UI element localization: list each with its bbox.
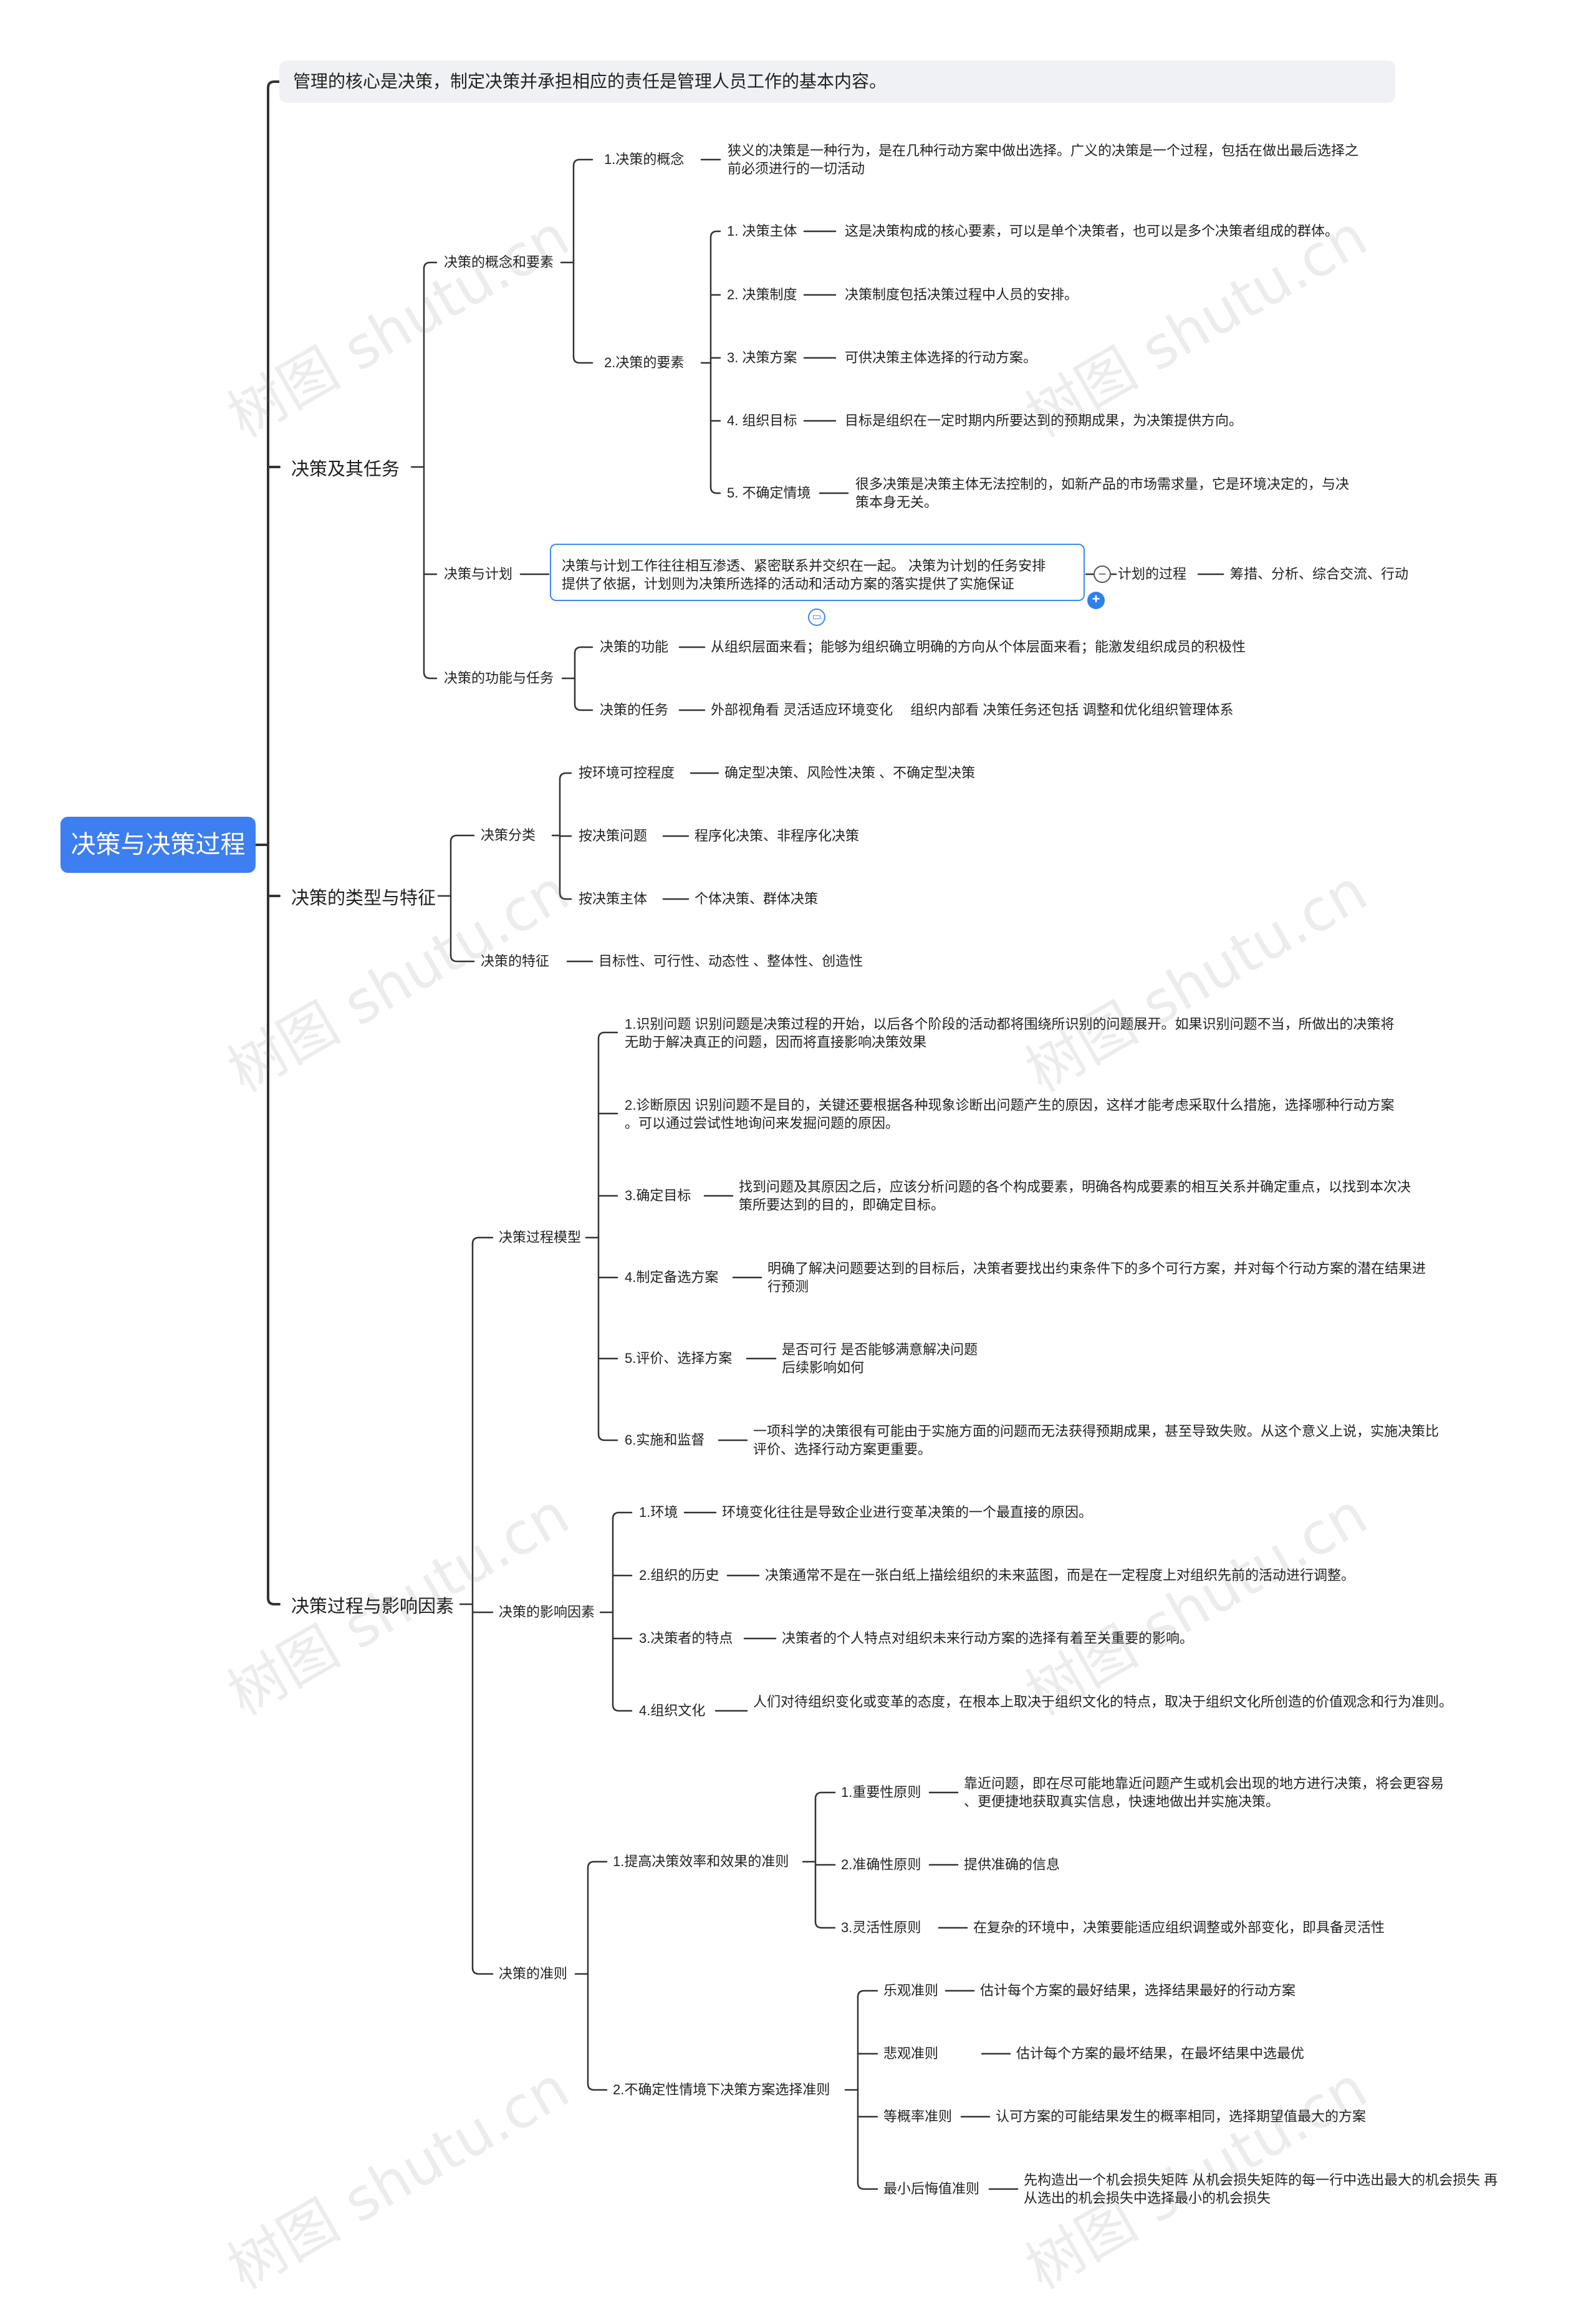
class-by-problem-desc: 程序化决策、非程序化决策 [695,828,860,844]
element-uncertainty-desc-2: 策本身无关。 [855,494,938,510]
intro-topic[interactable]: 管理的核心是决策，制定决策并承担相应的责任是管理人员工作的基本内容。 [279,60,1395,103]
topic-efficiency-criteria[interactable]: 1.提高决策效率和效果的准则 [613,1854,789,1869]
topic-factors[interactable]: 决策的影响因素 [499,1604,595,1620]
features-desc: 目标性、可行性、动态性 、整体性、创造性 [598,953,863,969]
step-diagnose-2: 。可以通过尝试性地询问来发掘问题的原因。 [625,1115,900,1131]
step-evaluate-desc-2: 后续影响如何 [782,1360,865,1375]
topic-uncertainty-criteria[interactable]: 2.不确定性情境下决策方案选择准则 [613,2082,830,2097]
factor-culture-desc: 人们对待组织变化或变革的态度，在根本上取决于组织文化的特点，取决于组织文化所创造… [753,1694,1453,1710]
root-topic[interactable]: 决策与决策过程 [60,817,256,873]
collapse-icon[interactable]: − [1094,565,1111,583]
element-plan[interactable]: 3. 决策方案 [727,350,797,365]
step-goal[interactable]: 3.确定目标 [625,1188,691,1203]
step-identify-2: 无助于解决真正的问题，因而将直接影响决策效果 [625,1034,927,1050]
note-icon[interactable]: ▭ [808,609,825,626]
class-by-subject-desc: 个体决策、群体决策 [695,891,819,907]
class-by-problem[interactable]: 按决策问题 [579,828,648,844]
topic-criteria[interactable]: 决策的准则 [499,1966,568,1981]
criterion-accuracy-desc: 提供准确的信息 [964,1857,1060,1872]
criterion-pessimistic[interactable]: 悲观准则 [883,2046,939,2061]
step-evaluate-desc-1: 是否可行 是否能够满意解决问题 [782,1342,978,1357]
criterion-flexibility-desc: 在复杂的环境中，决策要能适应组织调整或外部变化，即具备灵活性 [973,1920,1385,1935]
concept-desc-2: 前必须进行的一切活动 [728,161,865,176]
function-desc: 从组织层面来看；能够为组织确立明确的方向从个体层面来看；能激发组织成员的积极性 [711,639,1246,655]
task-desc: 外部视角看 灵活适应环境变化 组织内部看 决策任务还包括 调整和优化组织管理体系 [711,702,1234,718]
factor-history-desc: 决策通常不是在一张白纸上描绘组织的未来蓝图，而是在一定程度上对组织先前的活动进行… [765,1567,1355,1583]
topic-concept-elements[interactable]: 决策的概念和要素 [444,254,554,270]
criterion-pessimistic-desc: 估计每个方案的最坏结果，在最坏结果中选最优 [1016,2046,1305,2061]
criterion-equal-probability-desc: 认可方案的可能结果发生的概率相同，选择期望值最大的方案 [996,2109,1367,2124]
factor-environment-desc: 环境变化往往是导致企业进行变革决策的一个最直接的原因。 [722,1504,1093,1520]
step-implement[interactable]: 6.实施和监督 [625,1432,705,1448]
step-alternatives-desc-2: 行预测 [767,1279,809,1294]
class-by-environment[interactable]: 按环境可控程度 [579,765,675,781]
step-evaluate[interactable]: 5.评价、选择方案 [625,1350,733,1366]
branch-decision-and-tasks[interactable]: 决策及其任务 [291,460,400,479]
topic-features[interactable]: 决策的特征 [481,953,550,969]
topic-process-model[interactable]: 决策过程模型 [499,1229,582,1245]
plan-process-desc: 筹措、分析、综合交流、行动 [1230,566,1409,582]
topic-plan-process[interactable]: 计划的过程 [1118,566,1187,582]
element-uncertainty[interactable]: 5. 不确定情境 [727,485,811,501]
criterion-accuracy[interactable]: 2.准确性原则 [841,1857,921,1872]
step-identify-1: 1.识别问题 识别问题是决策过程的开始，以后各个阶段的活动都将围绕所识别的问题展… [625,1016,1395,1032]
factor-environment[interactable]: 1.环境 [639,1504,678,1520]
topic-task[interactable]: 决策的任务 [600,702,669,718]
element-subject-desc: 这是决策构成的核心要素，可以是单个决策者，也可以是多个决策者组成的群体。 [845,223,1339,239]
element-subject[interactable]: 1. 决策主体 [727,223,797,239]
criterion-min-regret[interactable]: 最小后悔值准则 [883,2181,980,2197]
criterion-optimistic[interactable]: 乐观准则 [883,1983,939,1998]
criterion-importance[interactable]: 1.重要性原则 [841,1784,921,1800]
branch-types-features[interactable]: 决策的类型与特征 [291,888,436,908]
factor-culture[interactable]: 4.组织文化 [639,1703,706,1718]
criterion-min-regret-desc-1: 先构造出一个机会损失矩阵 从机会损失矩阵的每一行中选出最大的机会损失 再 [1024,2172,1498,2188]
step-implement-desc-1: 一项科学的决策很有可能由于实施方面的问题而无法获得预期成果，甚至导致失败。从这个… [753,1423,1440,1439]
step-goal-desc-1: 找到问题及其原因之后，应该分析问题的各个构成要素，明确各构成要素的相互关系并确定… [739,1179,1411,1195]
step-diagnose-1: 2.诊断原因 识别问题不是目的，关键还要根据各种现象诊断出问题产生的原因，这样才… [625,1097,1395,1113]
factor-decision-maker[interactable]: 3.决策者的特点 [639,1630,733,1646]
criterion-importance-desc-2: 、更便捷地获取真实信息，快速地做出并实施决策。 [964,1794,1280,1809]
factor-history[interactable]: 2.组织的历史 [639,1567,719,1583]
topic-function-task[interactable]: 决策的功能与任务 [444,670,554,686]
step-alternatives-desc-1: 明确了解决问题要达到的目标后，决策者要找出约束条件下的多个可行方案，并对每个行动… [767,1261,1426,1276]
element-uncertainty-desc-1: 很多决策是决策主体无法控制的，如新产品的市场需求量，它是环境决定的，与决 [855,476,1350,492]
criterion-equal-probability[interactable]: 等概率准则 [883,2109,953,2124]
factor-decision-maker-desc: 决策者的个人特点对组织未来行动方案的选择有着至关重要的影响。 [782,1630,1194,1646]
element-system-desc: 决策制度包括决策过程中人员的安排。 [845,287,1079,302]
criterion-min-regret-desc-2: 从选出的机会损失中选择最小的机会损失 [1024,2190,1271,2206]
criterion-optimistic-desc: 估计每个方案的最好结果，选择结果最好的行动方案 [980,1983,1296,1998]
class-by-environment-desc: 确定型决策、风险性决策 、不确定型决策 [724,765,976,781]
branch-process-factors[interactable]: 决策过程与影响因素 [291,1597,454,1617]
class-by-subject[interactable]: 按决策主体 [579,891,648,907]
topic-function[interactable]: 决策的功能 [600,639,669,655]
criterion-flexibility[interactable]: 3.灵活性原则 [841,1920,921,1935]
plan-desc-1: 决策与计划工作往往相互渗透、紧密联系并交织在一起。 决策为计划的任务安排 [562,558,1046,574]
concept-desc-1: 狭义的决策是一种行为，是在几种行动方案中做出选择。广义的决策是一个过程，包括在做… [728,143,1359,158]
topic-classification[interactable]: 决策分类 [481,827,536,843]
plan-desc-2: 提供了依据，计划则为决策所选择的活动和活动方案的落实提供了实施保证 [562,576,1015,592]
step-implement-desc-2: 评价、选择行动方案更重要。 [753,1441,932,1457]
step-goal-desc-2: 策所要达到的目的，即确定目标。 [739,1197,945,1213]
topic-concept[interactable]: 1.决策的概念 [604,152,685,167]
add-icon[interactable]: + [1087,592,1105,609]
step-alternatives[interactable]: 4.制定备选方案 [625,1269,719,1285]
criterion-importance-desc-1: 靠近问题，即在尽可能地靠近问题产生或机会出现的地方进行决策，将会更容易 [964,1776,1445,1791]
element-system[interactable]: 2. 决策制度 [727,287,797,302]
selected-topic-frame[interactable] [550,544,1085,601]
topic-elements[interactable]: 2.决策的要素 [604,355,685,370]
topic-decision-plan[interactable]: 决策与计划 [444,566,513,582]
element-goal[interactable]: 4. 组织目标 [727,413,797,428]
element-plan-desc: 可供决策主体选择的行动方案。 [845,350,1037,365]
element-goal-desc: 目标是组织在一定时期内所要达到的预期成果，为决策提供方向。 [845,413,1243,428]
